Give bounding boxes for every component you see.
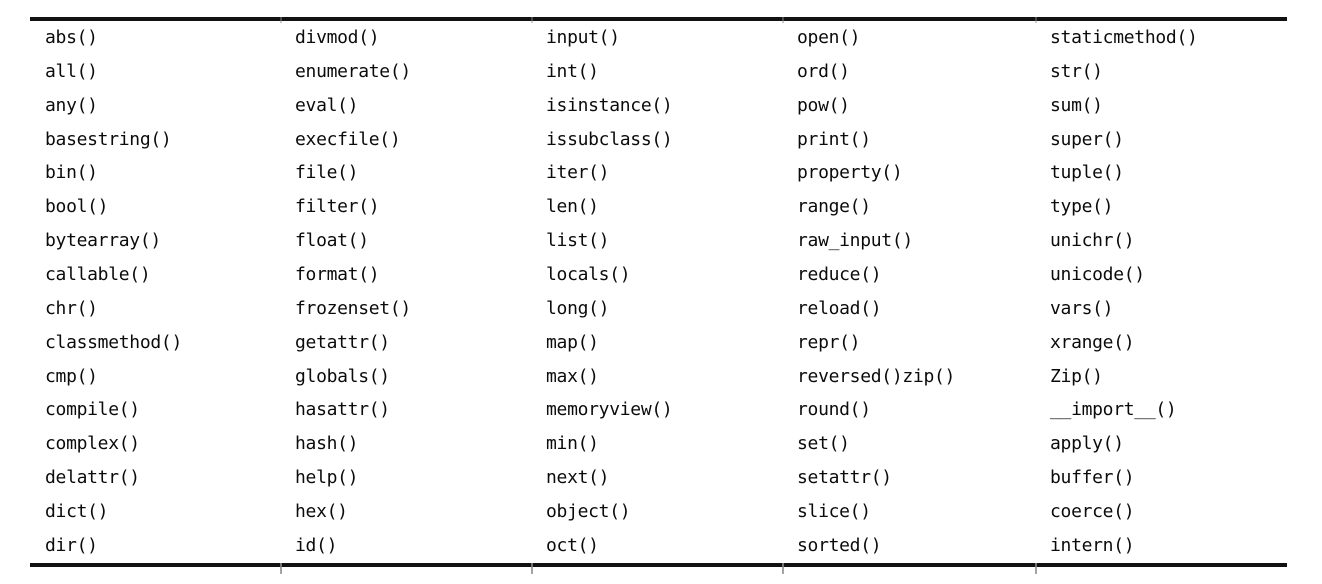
function-cell: list() [546, 230, 610, 252]
function-cell: apply() [1050, 433, 1124, 455]
function-cell: isinstance() [546, 94, 673, 116]
function-cell: staticmethod() [1050, 26, 1198, 48]
function-cell: chr() [45, 297, 98, 319]
function-cell: help() [295, 467, 359, 489]
function-cell: max() [546, 365, 599, 387]
function-cell: callable() [45, 263, 151, 285]
function-cell: print() [797, 128, 871, 150]
function-cell: divmod() [295, 26, 380, 48]
function-cell: enumerate() [295, 60, 411, 82]
function-cell: reversed()zip() [797, 365, 956, 387]
function-cell: sum() [1050, 94, 1103, 116]
function-cell: intern() [1050, 534, 1135, 556]
function-cell: tuple() [1050, 162, 1124, 184]
function-cell: eval() [295, 94, 359, 116]
function-cell: execfile() [295, 128, 401, 150]
function-cell: property() [797, 162, 903, 184]
function-cell: filter() [295, 196, 380, 218]
function-cell: super() [1050, 128, 1124, 150]
function-cell: frozenset() [295, 297, 411, 319]
function-cell: input() [546, 26, 620, 48]
function-cell: sorted() [797, 534, 882, 556]
table-top-rule [30, 17, 1287, 21]
function-cell: int() [546, 60, 599, 82]
function-cell: range() [797, 196, 871, 218]
function-cell: raw_input() [797, 230, 913, 252]
function-cell: any() [45, 94, 98, 116]
column-separator-tick [280, 563, 282, 574]
function-cell: id() [295, 534, 338, 556]
function-cell: set() [797, 433, 850, 455]
function-cell: bin() [45, 162, 98, 184]
function-cell: dict() [45, 500, 109, 522]
function-cell: min() [546, 433, 599, 455]
function-cell: __import__() [1050, 399, 1177, 421]
function-cell: coerce() [1050, 500, 1135, 522]
builtin-functions-table: abs() divmod() input() open() staticmethod()… [30, 17, 1287, 574]
function-cell: buffer() [1050, 467, 1135, 489]
function-cell: classmethod() [45, 331, 182, 353]
column-separator-tick [280, 17, 282, 23]
table-bottom-rule [30, 562, 1287, 567]
function-cell: getattr() [295, 331, 390, 353]
function-cell: reload() [797, 297, 882, 319]
function-cell: dir() [45, 534, 98, 556]
column-separator-tick [1035, 563, 1037, 574]
function-cell: hex() [295, 500, 348, 522]
function-cell: bytearray() [45, 230, 161, 252]
function-cell: delattr() [45, 467, 140, 489]
function-cell: unichr() [1050, 230, 1135, 252]
function-cell: basestring() [45, 128, 172, 150]
function-cell: globals() [295, 365, 390, 387]
function-cell: complex() [45, 433, 140, 455]
function-cell: ord() [797, 60, 850, 82]
column-separator-tick [531, 563, 533, 574]
function-cell: locals() [546, 263, 631, 285]
function-cell: issubclass() [546, 128, 673, 150]
function-cell: str() [1050, 60, 1103, 82]
function-cell: repr() [797, 331, 861, 353]
function-cell: object() [546, 500, 631, 522]
function-cell: pow() [797, 94, 850, 116]
function-cell: memoryview() [546, 399, 673, 421]
column-separator-tick [782, 563, 784, 574]
function-cell: cmp() [45, 365, 98, 387]
column-separator-tick [531, 17, 533, 23]
function-cell: type() [1050, 196, 1114, 218]
function-cell: vars() [1050, 297, 1114, 319]
function-cell: next() [546, 467, 610, 489]
function-cell: abs() [45, 26, 98, 48]
function-cell: compile() [45, 399, 140, 421]
function-cell: float() [295, 230, 369, 252]
function-cell: iter() [546, 162, 610, 184]
function-cell: unicode() [1050, 263, 1145, 285]
function-cell: map() [546, 331, 599, 353]
function-cell: xrange() [1050, 331, 1135, 353]
function-cell: len() [546, 196, 599, 218]
function-cell: format() [295, 263, 380, 285]
function-cell: hash() [295, 433, 359, 455]
function-cell: Zip() [1050, 365, 1103, 387]
table-grid: abs() divmod() input() open() staticmethod()… [30, 21, 1287, 563]
function-cell: oct() [546, 534, 599, 556]
function-cell: reduce() [797, 263, 882, 285]
column-separator-tick [1035, 17, 1037, 23]
function-cell: all() [45, 60, 98, 82]
function-cell: setattr() [797, 467, 892, 489]
function-cell: round() [797, 399, 871, 421]
function-cell: file() [295, 162, 359, 184]
function-cell: hasattr() [295, 399, 390, 421]
function-cell: slice() [797, 500, 871, 522]
column-separator-tick [782, 17, 784, 23]
function-cell: bool() [45, 196, 109, 218]
function-cell: long() [546, 297, 610, 319]
function-cell: open() [797, 26, 861, 48]
